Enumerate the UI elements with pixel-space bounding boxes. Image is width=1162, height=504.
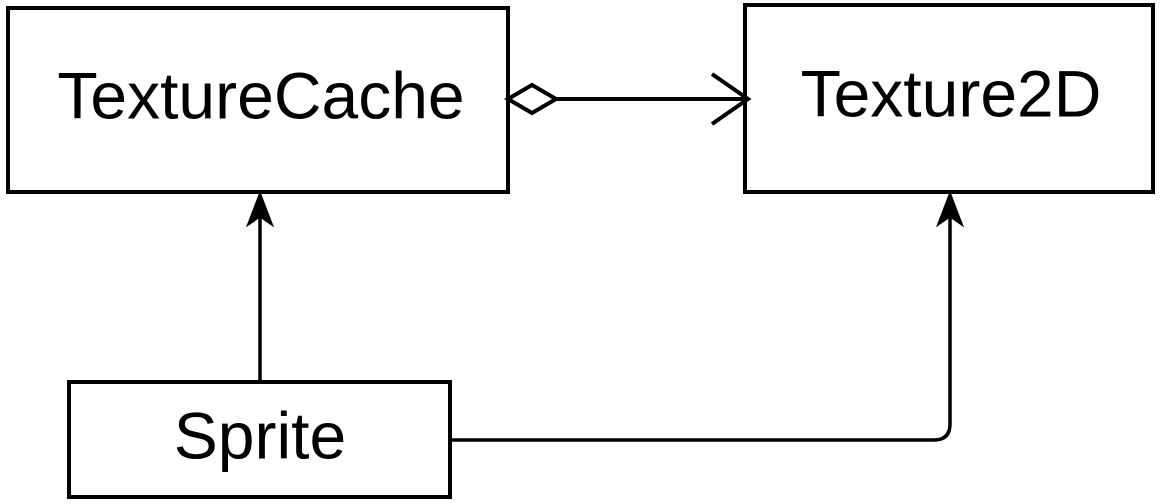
- class-node-sprite[interactable]: Sprite: [67, 380, 452, 499]
- solid-arrowhead-icon-texturecache: [245, 190, 275, 228]
- class-node-texture-cache[interactable]: TextureCache: [6, 6, 510, 194]
- class-label-texture2d: Texture2D: [801, 56, 1102, 130]
- relationship-sprite-texturecache[interactable]: [245, 190, 275, 382]
- class-box-texture-cache[interactable]: [6, 6, 510, 194]
- solid-arrowhead-icon-texture2d: [935, 190, 965, 228]
- class-box-texture2d[interactable]: [743, 3, 1155, 194]
- sprite-texture2d-connector-line[interactable]: [450, 214, 952, 442]
- open-arrowhead-icon: [710, 72, 752, 126]
- relationship-aggregation-texturecache-texture2d[interactable]: [504, 72, 752, 126]
- relationship-sprite-texture2d[interactable]: [450, 190, 965, 442]
- class-label-sprite: Sprite: [174, 398, 346, 472]
- class-node-texture2d[interactable]: Texture2D: [743, 3, 1155, 194]
- class-label-texture-cache: TextureCache: [57, 58, 464, 132]
- aggregation-diamond-icon: [504, 82, 560, 116]
